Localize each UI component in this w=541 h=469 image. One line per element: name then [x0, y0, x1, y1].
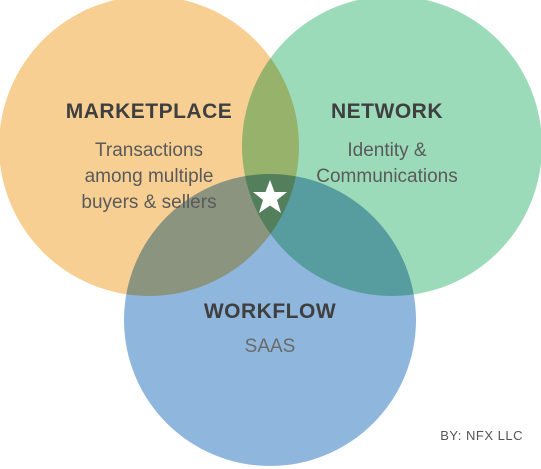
workflow-desc-line: SAAS	[244, 336, 296, 357]
credit-text: BY: NFX LLC	[440, 428, 523, 443]
workflow-label: WORKFLOW SAAS	[170, 300, 370, 360]
network-label: NETWORK Identity & Communications	[282, 100, 492, 190]
workflow-title: WORKFLOW	[203, 300, 337, 323]
marketplace-desc-line: buyers & sellers	[81, 192, 217, 213]
marketplace-description: Transactions among multiple buyers & sel…	[0, 138, 298, 216]
marketplace-desc-line: Transactions	[94, 140, 204, 161]
marketplace-title: MARKETPLACE	[65, 100, 233, 123]
network-desc-line: Communications	[316, 166, 458, 187]
network-desc-line: Identity &	[347, 140, 427, 161]
star-icon	[253, 180, 287, 213]
marketplace-label: MARKETPLACE Transactions among multiple …	[0, 100, 298, 216]
marketplace-desc-line: among multiple	[84, 166, 214, 187]
network-title: NETWORK	[331, 100, 443, 123]
workflow-circle	[124, 174, 416, 466]
workflow-description: SAAS	[170, 334, 370, 360]
network-description: Identity & Communications	[282, 138, 492, 190]
